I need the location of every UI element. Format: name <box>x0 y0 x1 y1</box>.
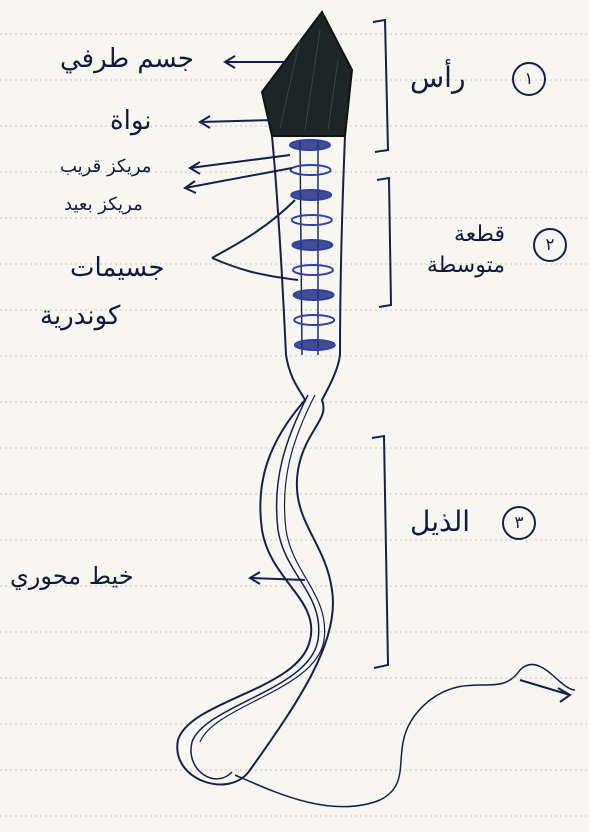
section-middle-number: ٢ <box>533 228 567 262</box>
axial-filament <box>191 395 319 779</box>
section-tail-name: الذيل <box>410 508 470 536</box>
section-head-number: ١ <box>512 62 546 96</box>
section-tail-number: ٣ <box>502 506 536 540</box>
label-nucleus: نواة <box>110 108 152 134</box>
middle-piece-bracket <box>377 178 391 307</box>
mitochondria-pointer <box>212 200 298 280</box>
head-bracket <box>373 20 388 152</box>
label-mitochondria-line1: جسيمات <box>70 255 165 281</box>
label-distal-centriole: مريكز بعيد <box>64 196 143 214</box>
mitochondrial-ring <box>293 265 333 275</box>
mitochondrial-ring <box>291 190 331 200</box>
mitochondrial-ring <box>292 240 332 250</box>
mitochondrial-ring <box>290 140 330 150</box>
tail-bracket <box>372 436 388 668</box>
label-mitochondria-line2: كوندرية <box>40 303 120 329</box>
end-piece <box>235 664 575 806</box>
section-head-name: رأس <box>410 64 465 92</box>
label-axial-filament: خيط محوري <box>10 564 134 588</box>
label-proximal-centriole: مريكز قريب <box>60 158 151 176</box>
label-acrosome: جسم طرفي <box>60 46 194 72</box>
tail-outline <box>177 355 340 784</box>
mitochondrial-ring <box>294 290 334 300</box>
mitochondrial-ring <box>294 315 334 325</box>
section-middle-name: قطعة متوسطة <box>395 220 505 282</box>
mitochondrial-ring <box>292 215 332 225</box>
mitochondrial-ring <box>295 340 335 350</box>
mitochondrial-ring <box>291 165 331 175</box>
acrosome-arrow <box>225 56 285 68</box>
